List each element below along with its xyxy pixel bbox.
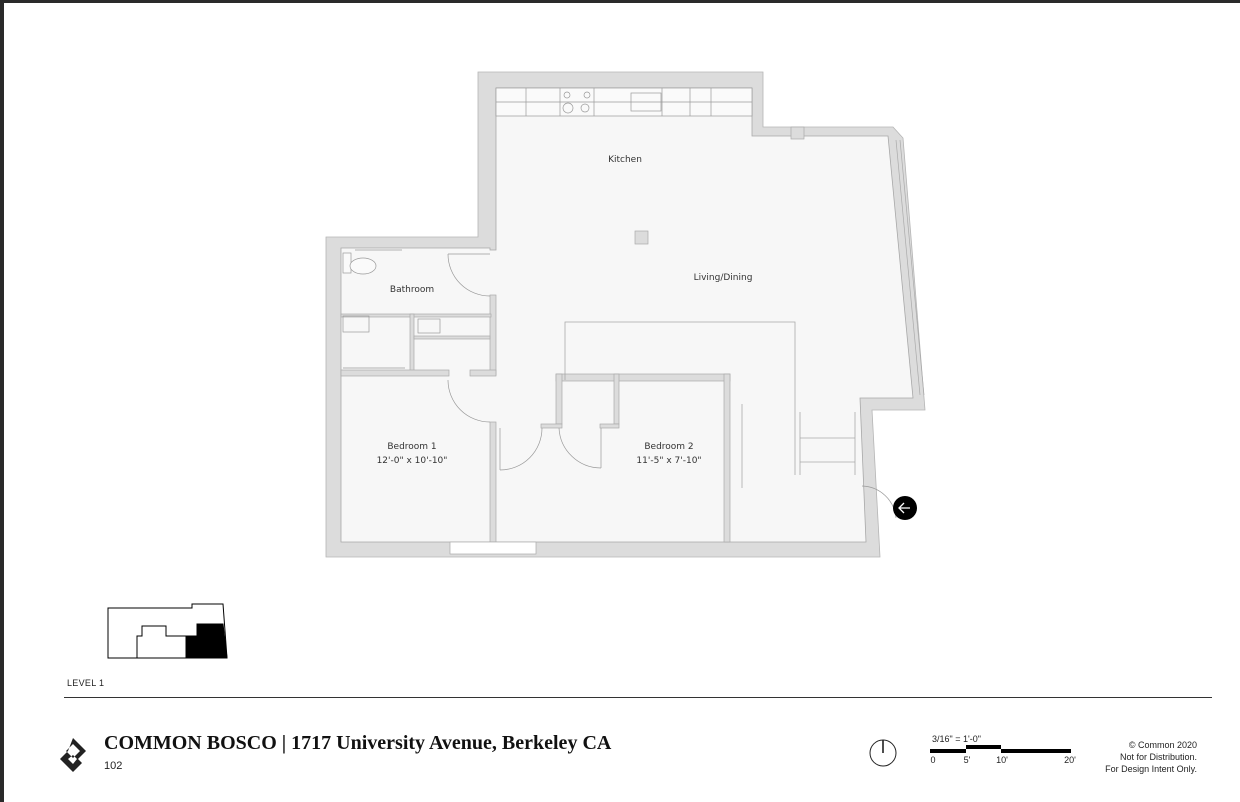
scale-label: 3/16" = 1'-0" [932, 734, 981, 744]
copyright-notice: © Common 2020 Not for Distribution. For … [1105, 739, 1197, 775]
room-name: Bathroom [389, 285, 435, 295]
room-label-kitchen: Kitchen [608, 153, 642, 167]
room-name: Living/Dining [693, 273, 753, 283]
room-dimensions: 12'-0" x 10'-10" [376, 456, 448, 466]
scale-tick: 0 [930, 755, 936, 765]
arrow-left-icon [893, 496, 917, 520]
divider [64, 697, 1212, 698]
room-name: Bedroom 1 [387, 442, 437, 452]
floor-area [340, 87, 914, 543]
room-label-bedroom-2: Bedroom 2 11'-5" x 7'-10" [636, 440, 701, 468]
room-label-bedroom-1: Bedroom 1 12'-0" x 10'-10" [377, 440, 448, 468]
keyplan [107, 603, 228, 659]
scale-tick: 10' [996, 755, 1008, 765]
column [634, 230, 649, 245]
column [790, 126, 805, 140]
design-intent-note: For Design Intent Only. [1105, 764, 1197, 774]
door-swings [447, 253, 897, 519]
level-label: LEVEL 1 [67, 678, 105, 688]
scale-tick: 5' [963, 755, 971, 765]
bathroom-fixtures [342, 249, 441, 369]
unit-number: 102 [104, 760, 123, 772]
scale-bar [930, 745, 1071, 753]
window-right [895, 139, 925, 396]
building-title: COMMON BOSCO | 1717 University Avenue, B… [104, 732, 612, 754]
room-name: Kitchen [608, 155, 642, 165]
north-arrow-icon [869, 739, 897, 767]
scale-tick: 20' [1064, 755, 1076, 765]
common-logo-icon [60, 738, 86, 772]
keyplan-highlight [185, 623, 228, 659]
interior-walls [340, 294, 731, 543]
floorplan-page: Kitchen Living/Dining Bathroom Bedroom 1… [4, 3, 1240, 802]
room-dimensions: 11'-5" x 7'-10" [636, 456, 702, 466]
distribution-note: Not for Distribution. [1119, 752, 1197, 762]
kitchen-counter [495, 87, 753, 117]
room-label-bathroom: Bathroom [390, 283, 434, 297]
room-label-living-dining: Living/Dining [694, 271, 753, 285]
window-bottom [449, 541, 537, 555]
copyright-line: © Common 2020 [1128, 740, 1197, 750]
room-name: Bedroom 2 [644, 442, 694, 452]
closet-partition [564, 321, 856, 488]
